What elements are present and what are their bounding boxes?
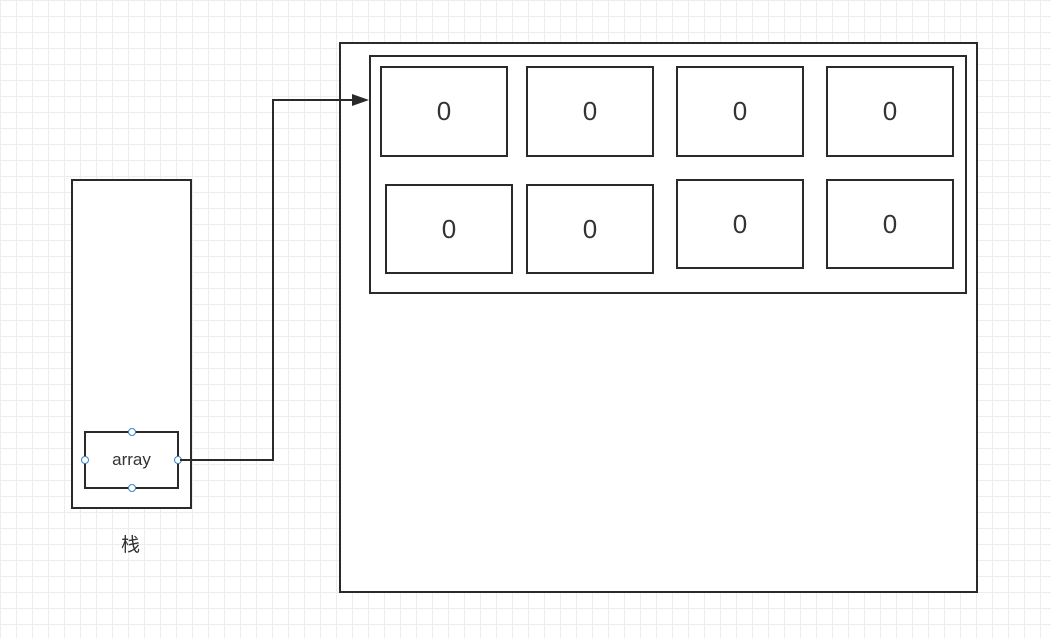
connection-handle-bottom[interactable]	[128, 484, 136, 492]
array-cell[interactable]: 0	[676, 179, 804, 269]
array-cell[interactable]: 0	[826, 179, 954, 269]
connection-handle-right[interactable]	[174, 456, 182, 464]
array-variable-box[interactable]: array	[84, 431, 179, 489]
reference-arrow-line[interactable]	[180, 99, 354, 461]
array-cell[interactable]: 0	[526, 184, 654, 274]
array-cell[interactable]: 0	[826, 66, 954, 157]
stack-label: 栈	[121, 534, 141, 556]
array-variable-label: array	[112, 450, 151, 469]
array-cell[interactable]: 0	[526, 66, 654, 157]
connection-handle-left[interactable]	[81, 456, 89, 464]
array-cell[interactable]: 0	[676, 66, 804, 157]
connection-handle-top[interactable]	[128, 428, 136, 436]
array-cell[interactable]: 0	[385, 184, 513, 274]
array-cell[interactable]: 0	[380, 66, 508, 157]
